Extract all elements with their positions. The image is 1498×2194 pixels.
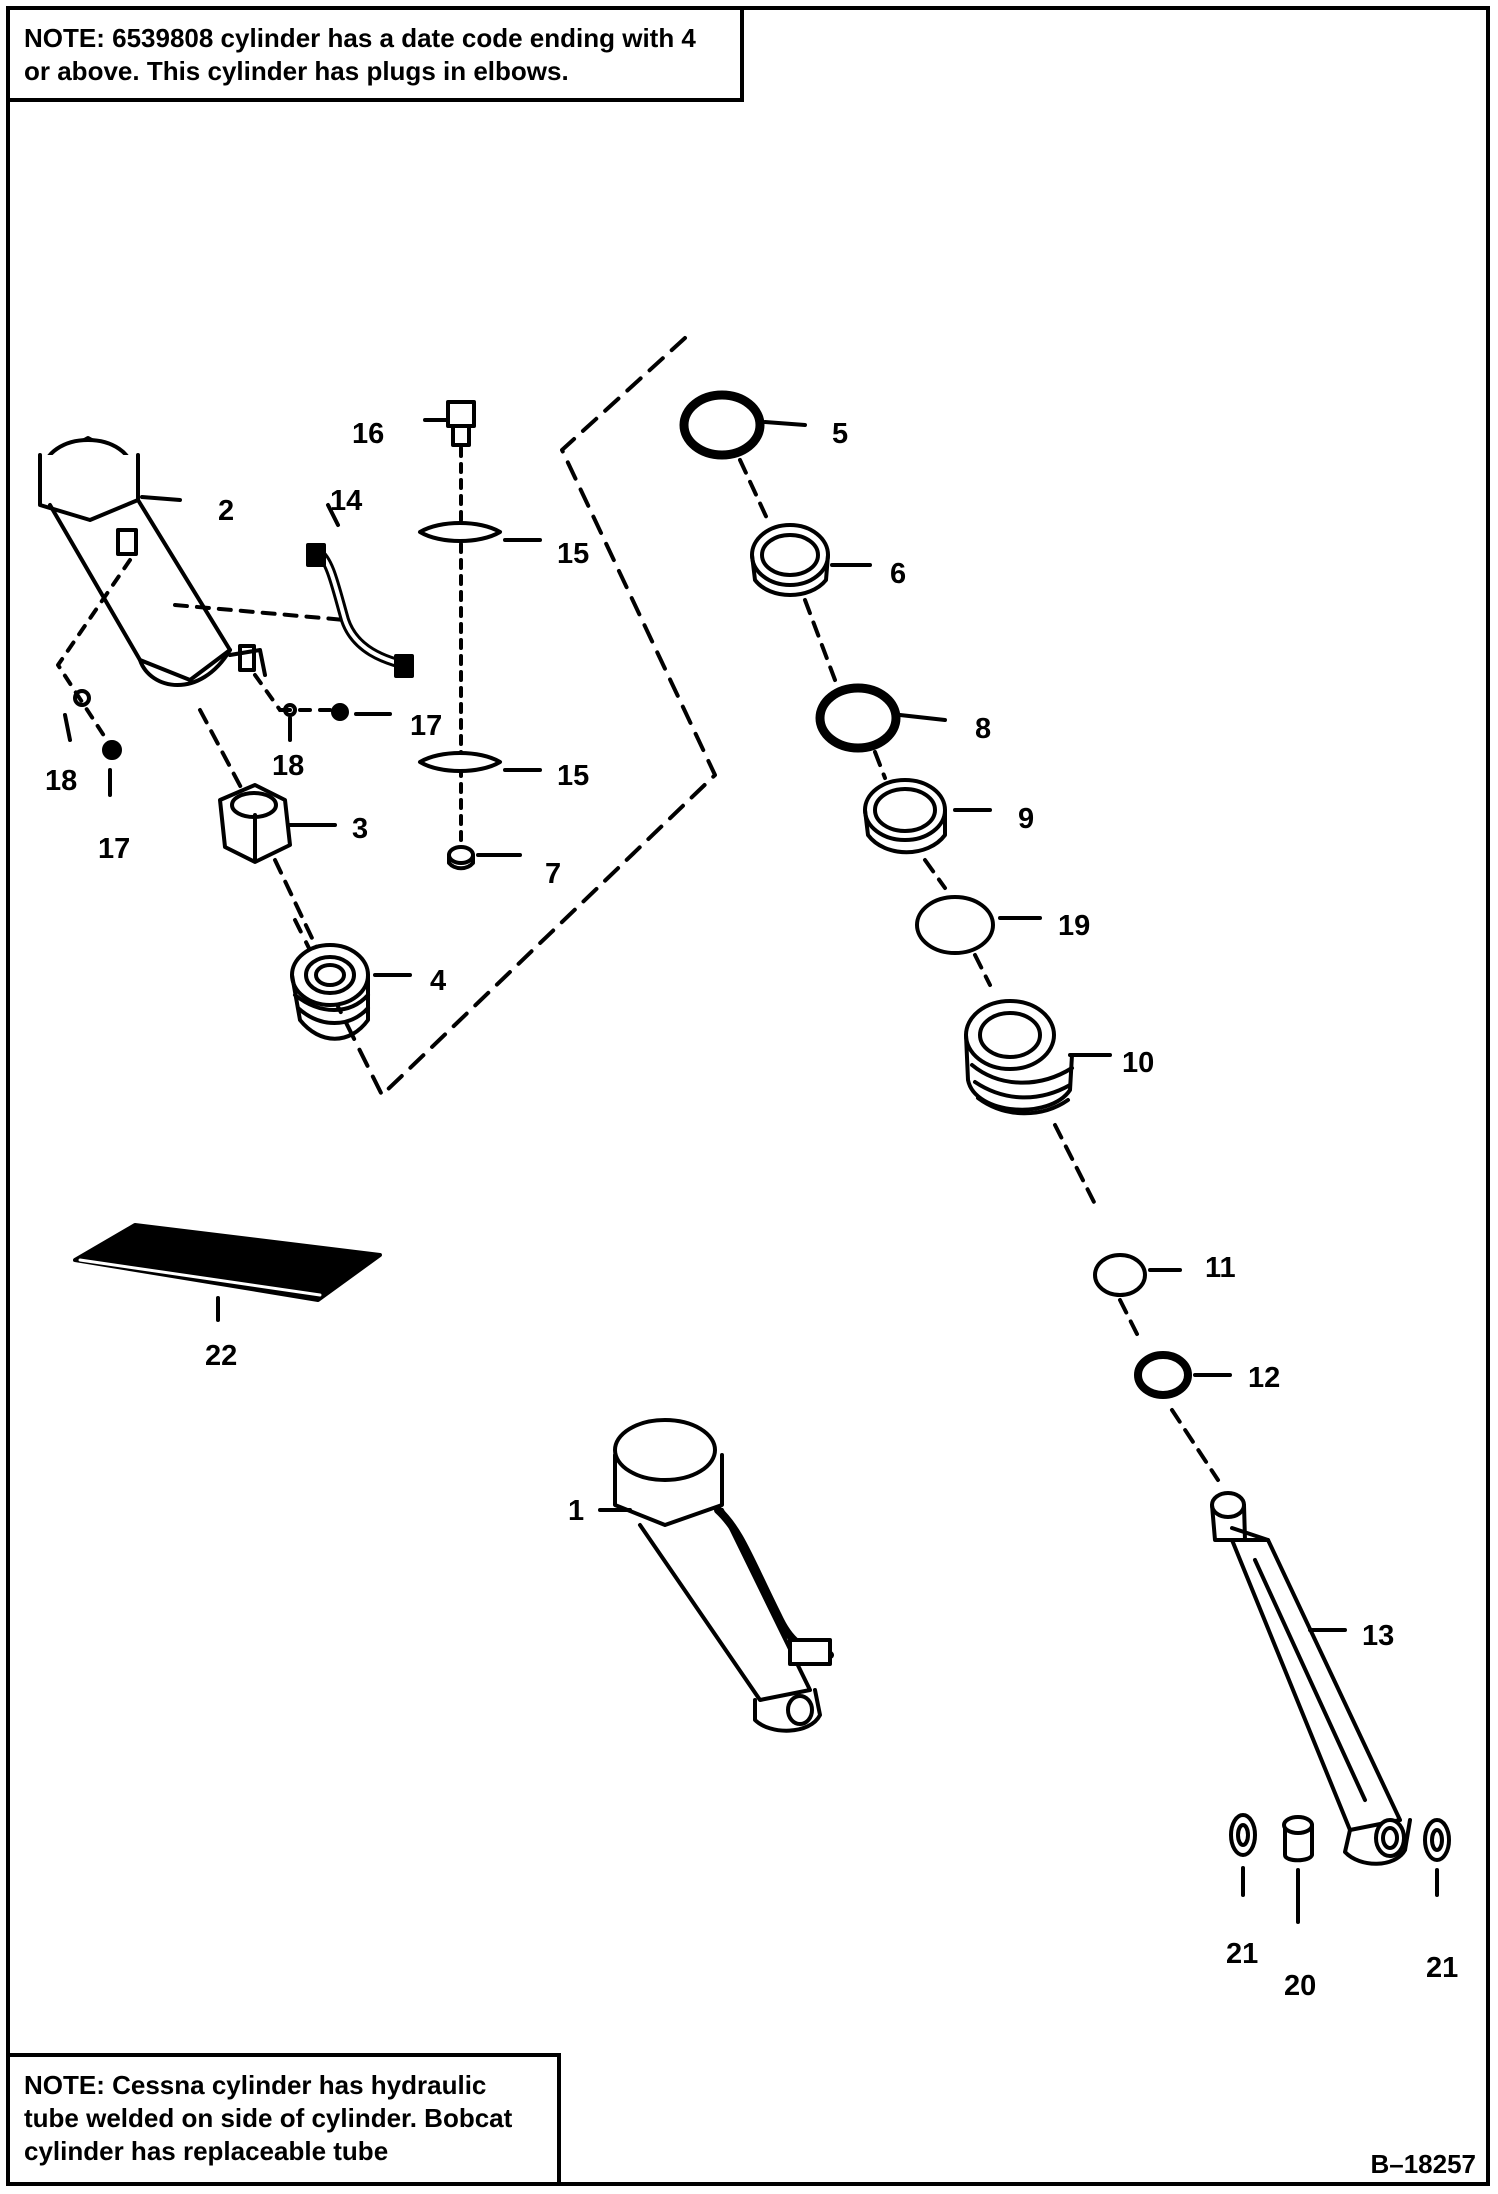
callout-4: 4 [430,965,446,997]
gland-10 [964,999,1074,1116]
seal-12 [1134,1351,1192,1399]
callout-9: 9 [1018,803,1034,835]
callout-11: 11 [1205,1252,1236,1284]
washer-15-upper [418,521,502,543]
bushing-20 [1282,1815,1314,1863]
note-top: NOTE: 6539808 cylinder has a date code e… [6,6,744,102]
callout-15b: 15 [557,760,589,792]
callout-12: 12 [1248,1362,1280,1394]
o-ring-11 [1093,1253,1147,1297]
callout-1: 1 [568,1495,584,1527]
diagram-frame [6,6,1490,2186]
callout-19: 19 [1058,910,1090,942]
hex-nut-3 [218,783,292,864]
nut-7 [447,845,475,871]
callout-15a: 15 [557,538,589,570]
callout-5: 5 [832,418,848,450]
ring-9 [863,778,947,855]
wear-ring-6 [750,523,830,597]
callout-22: 22 [205,1340,237,1372]
washer-21-right [1423,1818,1451,1862]
washer-15-lower [418,751,502,773]
note-top-prefix: NOTE: [24,23,105,53]
callout-labels: 1 2 3 4 5 6 7 8 9 10 11 12 13 14 15 15 1… [45,418,1458,2002]
piston-4 [290,943,370,1041]
rod-13 [1210,1491,1412,1866]
callout-2: 2 [218,495,234,527]
seal-5 [679,390,765,460]
note-bottom-text: Cessna cylinder has hydraulic tube welde… [24,2070,513,2166]
callout-21b: 21 [1426,1952,1458,1984]
callout-18a: 18 [272,750,304,782]
note-bottom-prefix: NOTE: [24,2070,105,2100]
note-bottom: NOTE: Cessna cylinder has hydraulic tube… [6,2053,561,2186]
callout-14: 14 [330,485,362,517]
o-ring-19 [915,895,995,955]
bolt-16 [446,400,476,447]
seal-8 [815,683,901,753]
callout-7: 7 [545,858,561,890]
assembly-boundary [293,336,717,1097]
callout-20: 20 [1284,1970,1316,2002]
callout-8: 8 [975,713,991,745]
callout-3: 3 [352,813,368,845]
callout-10: 10 [1122,1047,1154,1079]
callout-13: 13 [1362,1620,1394,1652]
callout-16: 16 [352,418,384,450]
note-top-text: 6539808 cylinder has a date code ending … [24,23,696,86]
barrel-assembly-2 [38,436,267,687]
decal-22 [73,1223,382,1302]
washer-21-left [1229,1813,1257,1857]
drawing-code: B–18257 [1370,2149,1476,2179]
callout-21a: 21 [1226,1938,1258,1970]
callout-18b: 18 [45,765,77,797]
cylinder-1 [613,1418,834,1733]
callout-6: 6 [890,558,906,590]
callout-17a: 17 [410,710,442,742]
leader-lines [63,418,1439,1924]
callout-17b: 17 [98,833,130,865]
